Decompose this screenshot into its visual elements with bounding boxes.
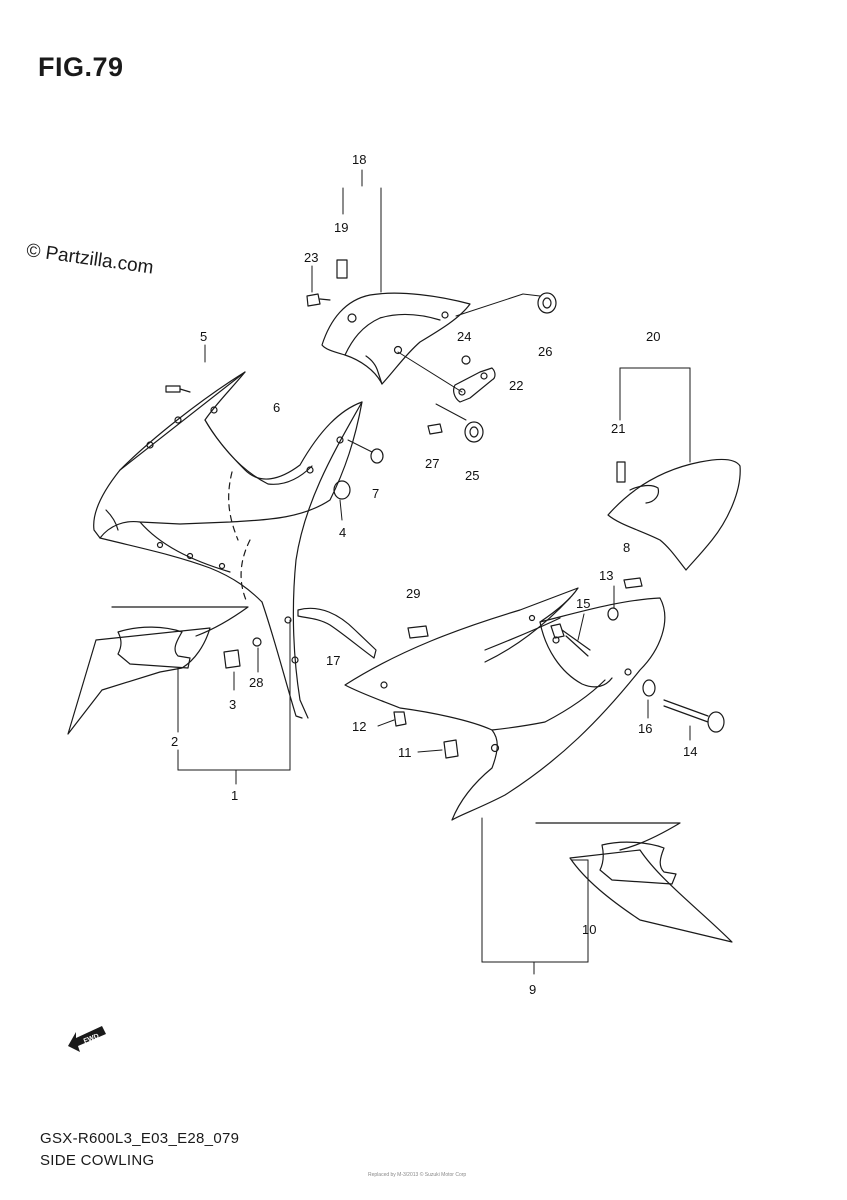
callout-16: 16 [638,721,652,736]
lower-cowling-part [344,587,666,821]
callout-18: 18 [352,152,366,167]
callout-24: 24 [457,329,471,344]
callout-22: 22 [509,378,523,393]
callout-1: 1 [231,788,238,803]
callout-9: 9 [529,982,536,997]
leader-lines [177,169,691,975]
callout-25: 25 [465,468,479,483]
callout-13: 13 [599,568,613,583]
callout-12: 12 [352,719,366,734]
callout-23: 23 [304,250,318,265]
callout-8: 8 [623,540,630,555]
front-side-cowling-part [93,371,363,719]
diagram-code: GSX-R600L3_E03_E28_079 [40,1130,240,1147]
decal-right [535,822,733,943]
inner-cover-part [321,292,471,385]
callout-labels: 1 2 3 4 5 6 7 8 9 10 11 12 13 14 15 16 1… [171,152,697,997]
callout-19: 19 [334,220,348,235]
fine-print: Replaced by M-3/2013 © Suzuki Motor Corp [368,1172,467,1178]
callout-14: 14 [683,744,697,759]
callout-7: 7 [372,486,379,501]
decal-left [67,606,249,735]
diagram-name: SIDE COWLING [40,1152,155,1169]
cowl-part-20 [607,458,741,571]
callout-28: 28 [249,675,263,690]
fasteners [165,259,725,759]
callout-27: 27 [425,456,439,471]
callout-11: 11 [398,745,412,760]
callout-15: 15 [576,596,590,611]
callout-21: 21 [611,421,625,436]
callout-29: 29 [406,586,420,601]
bracket-part [453,367,496,403]
stay-part [297,607,377,659]
callout-4: 4 [339,525,346,540]
callout-2: 2 [171,734,178,749]
callout-10: 10 [582,922,596,937]
callout-17: 17 [326,653,340,668]
callout-26: 26 [538,344,552,359]
fwd-arrow-icon: FWD [68,1026,106,1052]
callout-6: 6 [273,400,280,415]
callout-5: 5 [200,329,207,344]
callout-3: 3 [229,697,236,712]
callout-20: 20 [646,329,660,344]
figure-title: FIG.79 [38,52,124,82]
